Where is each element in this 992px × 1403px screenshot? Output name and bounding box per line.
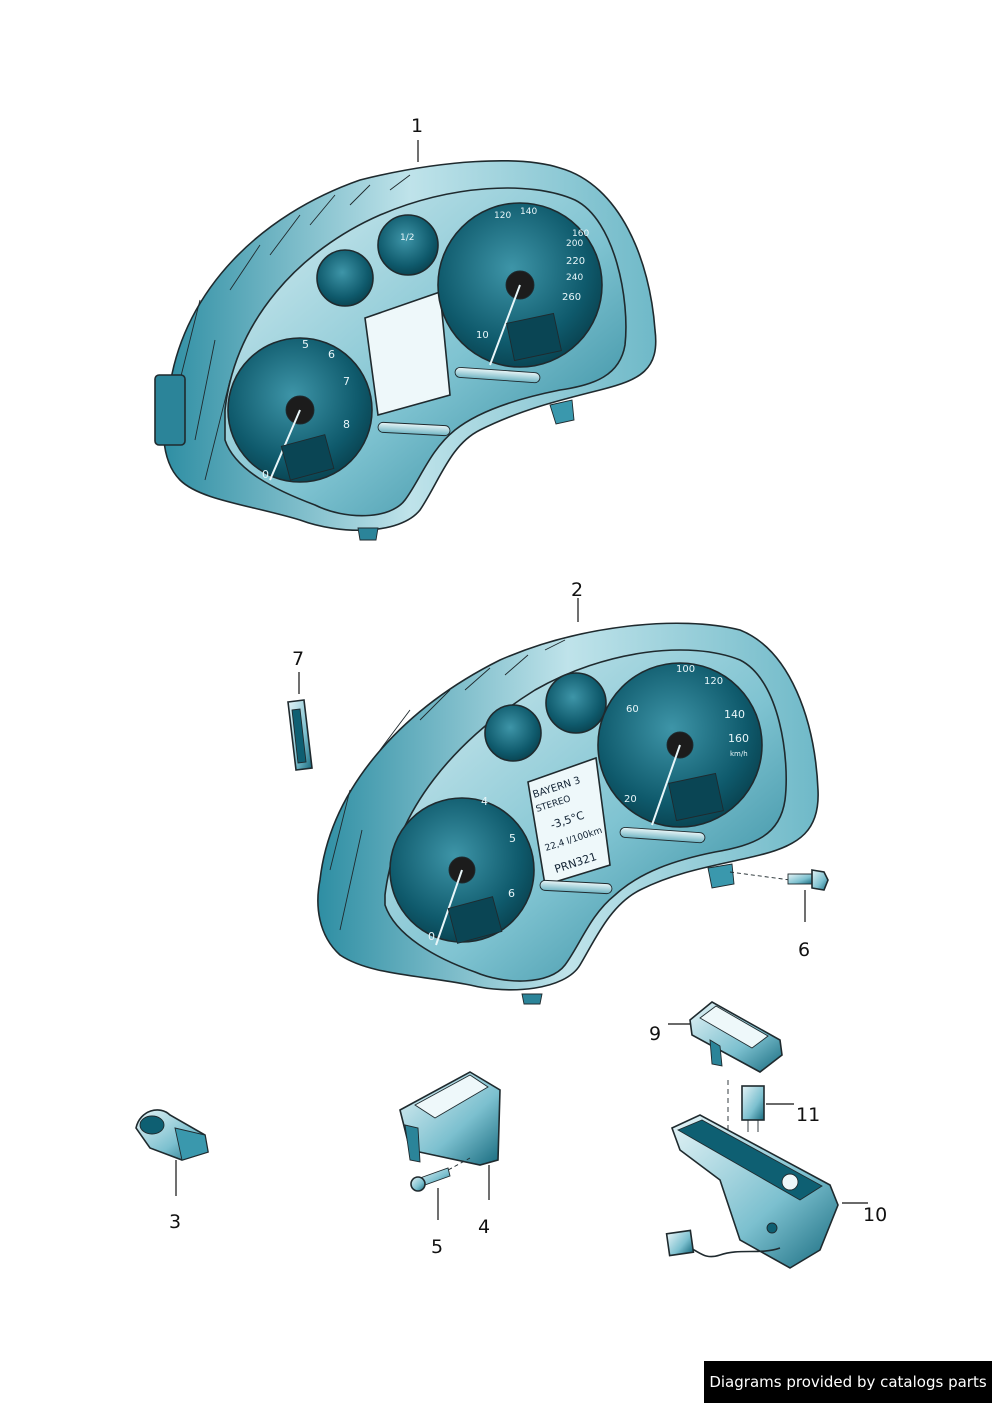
cluster-1-info-panel: [364, 290, 451, 417]
cluster-2-rpm-5: 5: [509, 832, 516, 845]
instrument-cluster-1: 0 5 6 7 8 1/2 10 120 140 160 200 220 240…: [154, 160, 657, 541]
cluster-2-speed-unit: km/h: [730, 750, 748, 758]
cluster-2-tach-display: [447, 896, 503, 944]
cluster-2-speed-160: 160: [728, 732, 749, 745]
screw-part-6: [729, 869, 829, 891]
callout-label-5: 5: [431, 1236, 443, 1258]
cluster-1-ribs: [179, 174, 411, 481]
cluster-1-reset-rod-right: [454, 366, 541, 384]
cluster-1-rpm-0: 0: [262, 468, 269, 481]
cluster-1-temp-label: 1/2: [400, 233, 414, 243]
cluster-2-fuel-gauge: [484, 704, 542, 762]
instrument-cluster-2: 0 4 5 6 BAYERN 3 STEREO -3,5°C 22,4 l/10…: [317, 622, 819, 1005]
cluster-2-rpm-0: 0: [428, 930, 435, 943]
cluster-1-speed-220: 220: [566, 256, 585, 267]
cluster-1-bottom-tab: [357, 527, 379, 541]
callout-10: 10: [842, 1202, 887, 1226]
cluster-1-speed-240: 240: [566, 273, 583, 283]
cluster-2-speed-100: 100: [676, 664, 695, 675]
callout-label-2: 2: [571, 579, 583, 601]
callout-11: 11: [766, 1103, 820, 1126]
callout-5: 5: [431, 1188, 443, 1258]
cluster-2-temp-gauge: [545, 672, 607, 734]
cluster-1-side-block: [154, 374, 186, 446]
cluster-2-speed-120: 120: [704, 676, 723, 687]
cluster-1-mount-tab: [549, 399, 575, 425]
callout-label-1: 1: [411, 115, 423, 137]
callout-label-10: 10: [863, 1204, 887, 1226]
switch-part-9: [689, 1001, 783, 1073]
cluster-2-ribs: [329, 639, 566, 931]
callout-label-6: 6: [798, 939, 810, 961]
cluster-2-tach-needle: [435, 869, 463, 946]
cluster-2-reset-rod-right: [619, 826, 706, 844]
connector-part-7: [287, 699, 313, 771]
callout-1: 1: [411, 115, 423, 162]
cluster-1-speed-260: 260: [562, 292, 581, 303]
cluster-1-speed-200: 200: [566, 239, 583, 249]
callout-2: 2: [571, 579, 583, 622]
cluster-1-tach-display: [280, 434, 335, 481]
cluster-2-rpm-4: 4: [481, 795, 488, 808]
callout-label-3: 3: [169, 1211, 181, 1233]
cluster-1-speed-120: 120: [494, 211, 511, 221]
callout-label-4: 4: [478, 1216, 490, 1238]
cluster-2-speedo-needle: [651, 744, 681, 826]
cluster-2-speed-20: 20: [624, 794, 637, 805]
cluster-1-speed-10: 10: [476, 330, 489, 341]
screw-part-5: [410, 1157, 471, 1192]
plug-part-3: [135, 1109, 209, 1161]
connector-part-11: [741, 1085, 765, 1132]
cluster-1-temp-gauge: [377, 214, 439, 276]
cluster-2-rpm-6: 6: [508, 887, 515, 900]
cluster-2-mount-tab: [707, 863, 735, 889]
cluster-2-reset-rod-left: [539, 879, 613, 895]
cluster-1-fuel-gauge: [316, 249, 374, 307]
callout-9: 9: [649, 1023, 690, 1045]
cluster-1-rpm-8: 8: [343, 418, 350, 431]
cluster-1-speedo-needle: [489, 284, 521, 366]
callout-label-11: 11: [796, 1104, 820, 1126]
callout-3: 3: [169, 1160, 181, 1233]
cluster-1-reset-rod-left: [377, 421, 451, 437]
cluster-2-speed-60: 60: [626, 704, 639, 715]
cluster-1-rpm-6: 6: [328, 348, 335, 361]
cluster-1-rpm-5: 5: [302, 338, 309, 351]
footer-text: Diagrams provided by catalogs parts: [709, 1373, 987, 1391]
cluster-2-bottom-tab: [521, 993, 543, 1005]
cluster-1-speed-160: 160: [572, 229, 589, 239]
cluster-1-speedo-display: [506, 312, 562, 362]
callout-7: 7: [292, 648, 304, 694]
cluster-2-speedo-display: [668, 772, 724, 822]
callout-label-9: 9: [649, 1023, 661, 1045]
holder-part-10: [665, 1080, 839, 1269]
cluster-1-rpm-7: 7: [343, 375, 350, 388]
footer-credit: Diagrams provided by catalogs parts: [704, 1361, 992, 1403]
cluster-2-info-display: [527, 756, 611, 887]
cluster-1-speed-140: 140: [520, 207, 537, 217]
callout-label-7: 7: [292, 648, 304, 670]
cluster-2-speed-140: 140: [724, 708, 745, 721]
callout-6: 6: [798, 890, 810, 961]
callout-4: 4: [478, 1165, 490, 1238]
switch-housing-part-4: [399, 1071, 501, 1166]
